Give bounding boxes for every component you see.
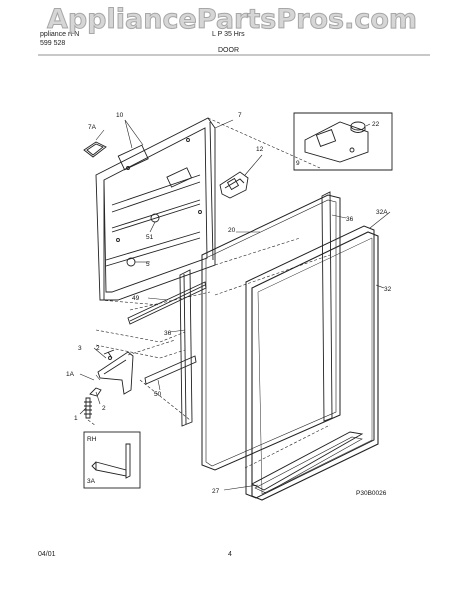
label-part-1a: 1A	[66, 371, 75, 378]
label-part-2-bottom: 2	[102, 405, 106, 412]
footer-page-number: 4	[228, 551, 232, 558]
label-part-32a: 32A	[376, 209, 388, 216]
hinge-assembly	[84, 349, 134, 419]
label-part-3: 3	[78, 345, 82, 352]
label-part-51: 51	[146, 234, 154, 241]
label-part-20: 20	[228, 227, 236, 234]
trim-bar-50	[144, 355, 197, 385]
footer-date: 04/01	[38, 551, 56, 558]
part-7a-pad	[83, 141, 107, 158]
watermark: AppliancePartsPros.com	[46, 4, 418, 36]
bottom-strip	[251, 431, 364, 491]
label-part-1: 1	[74, 415, 78, 422]
label-part-32: 32	[384, 286, 392, 293]
label-part-3a: 3A	[87, 478, 96, 485]
label-part-27: 27	[212, 488, 220, 495]
label-part-50: 50	[154, 391, 162, 398]
side-strip-left	[179, 269, 193, 427]
header-model-line1: ppliance rt N	[40, 31, 80, 38]
insulation-panel	[201, 194, 341, 471]
inset-label-rh: RH	[87, 436, 97, 443]
section-title: DOOR	[218, 47, 239, 54]
label-part-7a: 7A	[88, 124, 97, 131]
hinge-inset-rh	[83, 431, 141, 489]
label-part-49: 49	[132, 295, 140, 302]
diagram-code: P30B0026	[356, 490, 387, 497]
outer-door-panel	[251, 231, 379, 501]
inner-door-frame	[95, 117, 216, 301]
door-panel-32a	[245, 225, 375, 499]
label-part-36-left: 36	[164, 330, 172, 337]
header-model-line2: 599 528	[40, 40, 66, 47]
label-part-10: 10	[116, 112, 124, 119]
door-latch	[219, 171, 249, 199]
label-part-12: 12	[256, 146, 264, 153]
header-model-right: L P 35 Hrs	[212, 31, 245, 38]
side-strip-right	[321, 191, 333, 422]
label-part-36-right: 36	[346, 216, 354, 223]
label-part-5: 5	[146, 261, 150, 268]
label-part-9: 9	[296, 160, 300, 167]
dispenser-inset	[293, 112, 393, 171]
label-part-7: 7	[238, 112, 242, 119]
label-part-2-top: 2	[96, 345, 100, 352]
trim-strip-49	[127, 281, 207, 325]
label-part-22: 22	[372, 121, 380, 128]
